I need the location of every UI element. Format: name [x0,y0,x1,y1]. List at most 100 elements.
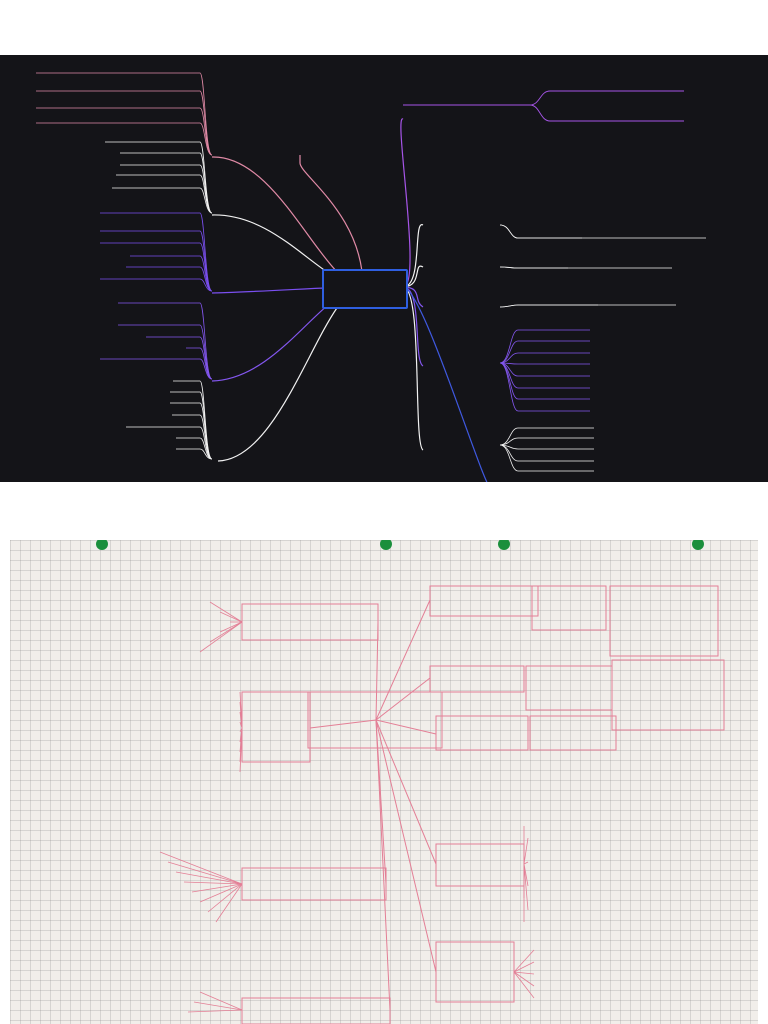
mindmap-leaf-line [176,448,213,460]
mindmap-branch-line [402,286,424,451]
mindmap-leaf-line [499,224,582,239]
notebook-box [307,691,443,749]
notebook-box [241,867,387,901]
notebook-box [525,665,613,711]
notebook-box [429,585,539,617]
notebook-leaf-line [199,991,243,1011]
notebook-leaf-line [523,863,529,911]
notebook-branch-line [375,621,379,721]
mindmap-leaf-line [499,437,594,446]
notebook-leaf-line [199,621,243,653]
notebook-leaf-line [199,883,243,903]
mindmap-branch-line [402,286,424,367]
notebook-leaf-line [239,727,243,773]
notebook-leaf-line [513,971,535,999]
notebook-connectors [159,585,725,1024]
mindmap-central-node [322,269,408,309]
notebook-leaf-line [167,861,243,885]
mindmap-leaf-line [112,187,213,214]
notebook-leaf-line [523,861,529,865]
notebook-box [241,691,311,763]
notebook-leaf-line [219,611,243,623]
mindmap-leaf-line [499,444,594,450]
notebook-box [435,941,515,1003]
notebook-leaf-line [175,871,243,885]
digital-mindmap [0,55,768,482]
green-pin [692,540,704,550]
notebook-leaf-line [159,851,243,885]
mindmap-leaf-line [36,107,213,156]
mindmap-branch-line [211,156,364,288]
mindmap-leaf-line [120,152,213,214]
notebook-branch-line [375,719,437,735]
notebook-branch-line [375,677,431,721]
notebook-box [611,659,725,731]
mindmap-leaf-line [146,336,213,380]
mindmap-leaf-line [499,444,594,462]
notebook-leaf-line [193,1001,243,1011]
mindmap-leaf-line [403,90,684,122]
mindmap-leaf-line [126,426,213,460]
notebook-leaf-line [239,721,243,729]
notebook-branch-line [375,719,437,973]
mindmap-leaf-line [499,329,590,364]
green-pin [380,540,392,550]
mindmap-branch-line [400,118,411,288]
notebook-leaf-line [207,883,243,913]
notebook-branch-line [309,719,377,729]
notebook-box [241,997,391,1024]
notebook-box [241,603,379,641]
notebook-branch-line [375,719,437,865]
mindmap-leaf-line [499,362,590,365]
notebook-box [429,665,525,693]
notebook-leaf-line [513,971,535,975]
mindmap-leaf-line [100,278,213,292]
mindmap-leaf-line [120,164,213,214]
mindmap-branch-line [402,224,424,288]
mindmap-leaf-line [118,324,213,380]
mindmap-branch-line [402,286,488,482]
notebook-leaf-line [513,971,535,987]
notebook-leaf-line [191,883,243,893]
mindmap-leaf-line [499,224,706,239]
mindmap-leaf-line [36,72,213,156]
mindmap-leaf-line [100,230,213,292]
mindmap-leaf-line [499,427,594,446]
mindmap-leaf-line [116,174,213,214]
notebook-box [435,843,525,887]
mindmap-branch-line [217,286,364,462]
mindmap-leaf-line [499,362,590,377]
notebook-leaf-line [513,949,535,973]
notebook-box [531,585,607,631]
notebook-photo [10,540,758,1024]
mindmap-leaf-line [499,340,590,364]
notebook-box [435,715,529,751]
notebook-branch-line [375,599,431,721]
mindmap-leaf-line [100,358,213,380]
mindmap-leaf-line [499,362,590,389]
mindmap-leaf-line [499,362,590,400]
green-pin [498,540,510,550]
notebook-leaf-line [513,961,535,973]
green-pin [96,540,108,550]
mindmap-leaf-line [118,302,213,380]
notebook-leaf-line [219,621,243,633]
notebook-leaf-line [239,711,243,729]
notebook-branch-line [375,719,391,1011]
mindmap-branch-line [299,155,364,288]
notebook-box [529,715,617,751]
mindmap-leaf-line [499,444,594,472]
notebook-leaf-line [183,881,243,885]
mindmap-leaf-line [36,122,213,156]
notebook-leaf-line [187,1009,243,1013]
notebook-leaf-line [523,837,529,865]
mindmap-leaf-line [499,304,676,308]
mindmap-connectors [36,72,706,482]
notebook-leaf-line [209,601,243,623]
notebook-leaf-line [215,883,243,923]
mindmap-leaf-line [499,266,672,269]
mindmap-leaf-line [186,347,213,380]
notebook-box [609,585,719,657]
mindmap-leaf-line [130,255,213,292]
mindmap-leaf-line [499,352,590,364]
